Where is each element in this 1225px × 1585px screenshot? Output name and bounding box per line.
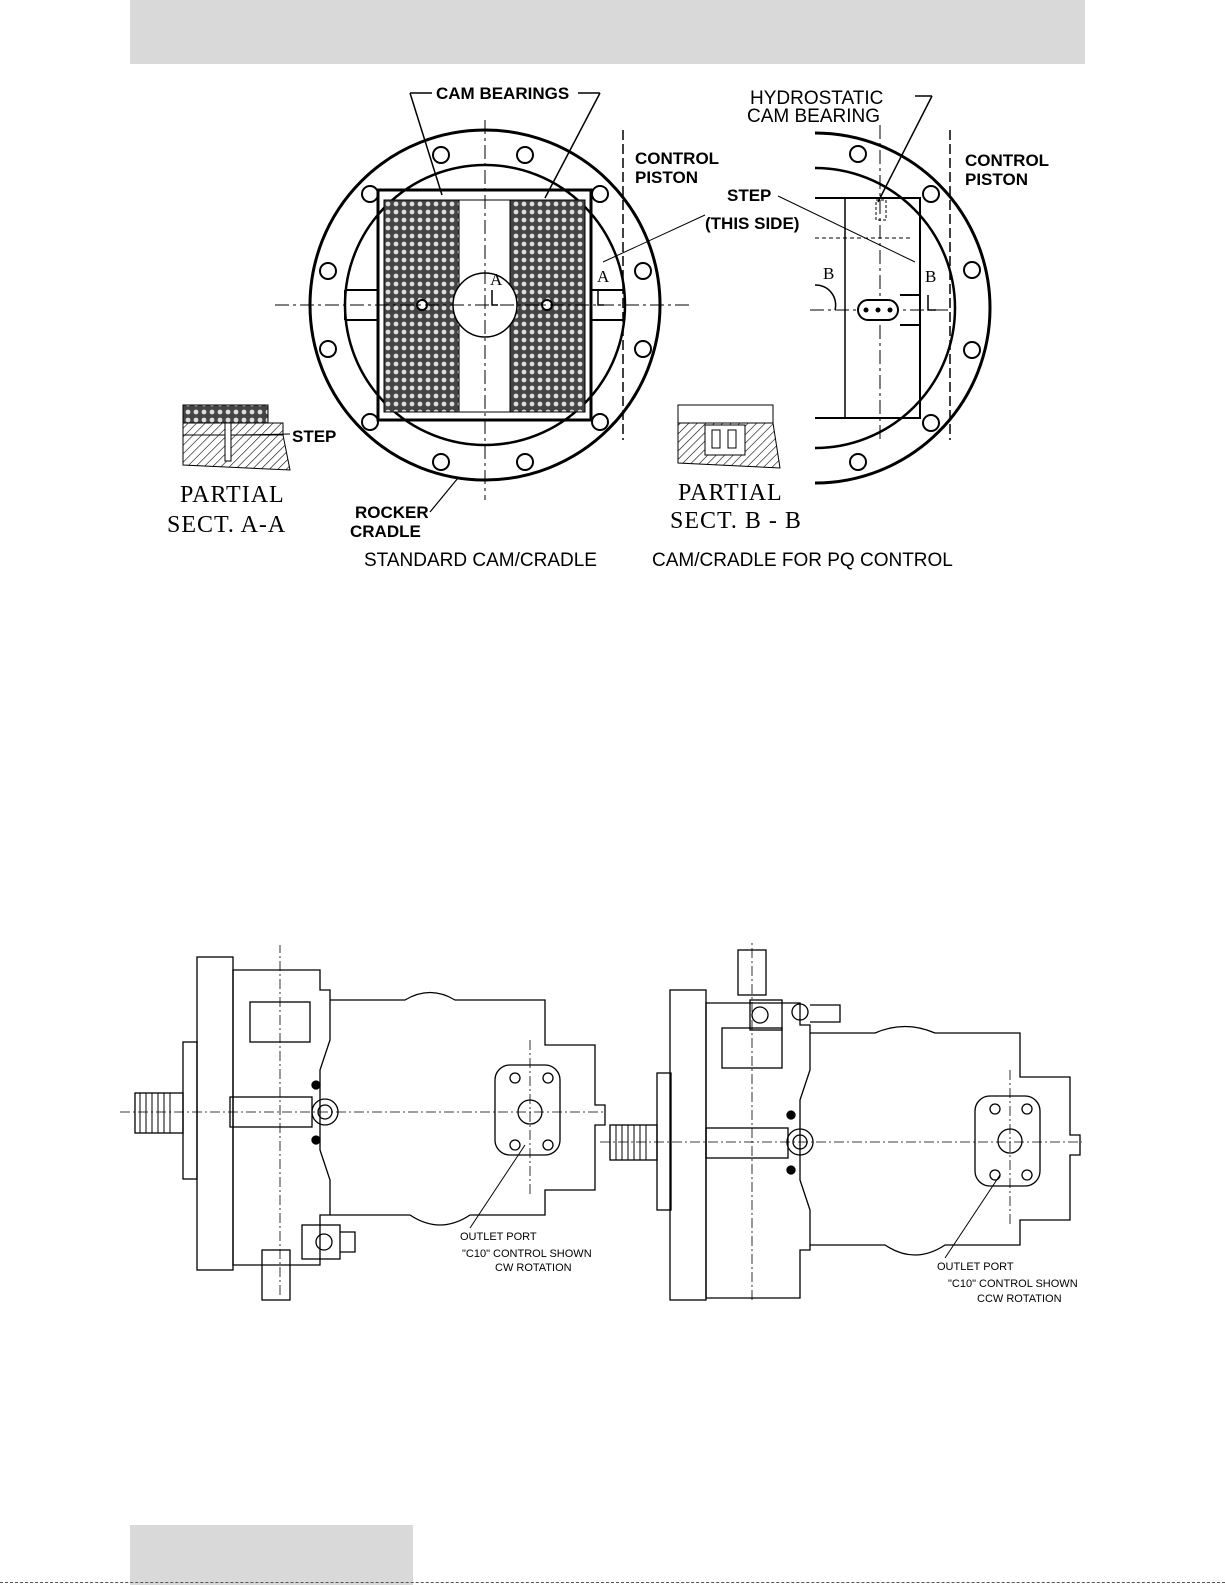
hydrostatic-label-2: CAM BEARING	[747, 106, 880, 127]
standard-cam-cradle-view: A A	[275, 120, 690, 500]
rocker-label: ROCKER	[355, 503, 429, 522]
c10-control-right: "C10" CONTROL SHOWN	[948, 1278, 1078, 1290]
outlet-port-right: OUTLET PORT	[937, 1261, 1014, 1273]
outlet-port-left: OUTLET PORT	[460, 1231, 537, 1243]
rotation-left: CW ROTATION	[495, 1262, 572, 1274]
control-piston-right-1: CONTROL	[965, 151, 1049, 170]
pq-cam-cradle-view: B B	[810, 125, 990, 483]
footer-bar	[130, 1525, 413, 1585]
partial-a-1: PARTIAL	[180, 482, 285, 508]
pump-ccw-rotation	[600, 940, 1082, 1300]
control-piston-right-2: PISTON	[965, 170, 1028, 189]
c10-control-left: "C10" CONTROL SHOWN	[462, 1248, 592, 1260]
partial-section-a-a: STEP PARTIAL SECT. A-A	[167, 405, 336, 538]
partial-a-2: SECT. A-A	[167, 512, 286, 538]
rotation-right: CCW ROTATION	[977, 1293, 1062, 1305]
caption-standard: STANDARD CAM/CRADLE	[364, 550, 597, 571]
cam-bearings-callout: CAM BEARINGS	[410, 84, 600, 198]
pump-cw-rotation	[120, 945, 605, 1300]
section-a-label-right: A	[597, 267, 610, 286]
footer-rule	[0, 1582, 1225, 1583]
cam-bearings-label: CAM BEARINGS	[436, 84, 569, 103]
section-a-label-left: A	[490, 270, 503, 289]
section-b-label-left: B	[823, 264, 835, 283]
step-label-left: STEP	[292, 427, 336, 446]
cradle-label: CRADLE	[350, 522, 421, 541]
caption-pq-control: CAM/CRADLE FOR PQ CONTROL	[652, 550, 953, 571]
partial-section-b-b: PARTIAL SECT. B - B	[670, 405, 802, 534]
cam-cradle-diagram: A A CAM BEARINGS CONTROL PISTON STEP (TH…	[0, 0, 1225, 600]
partial-b-2: SECT. B - B	[670, 508, 802, 534]
section-b-label-right: B	[925, 267, 937, 286]
control-piston-left-2: PISTON	[635, 168, 698, 187]
partial-b-1: PARTIAL	[678, 480, 783, 506]
step-this-side-2: (THIS SIDE)	[705, 214, 799, 233]
step-this-side-1: STEP	[727, 186, 771, 205]
control-piston-left-1: CONTROL	[635, 149, 719, 168]
